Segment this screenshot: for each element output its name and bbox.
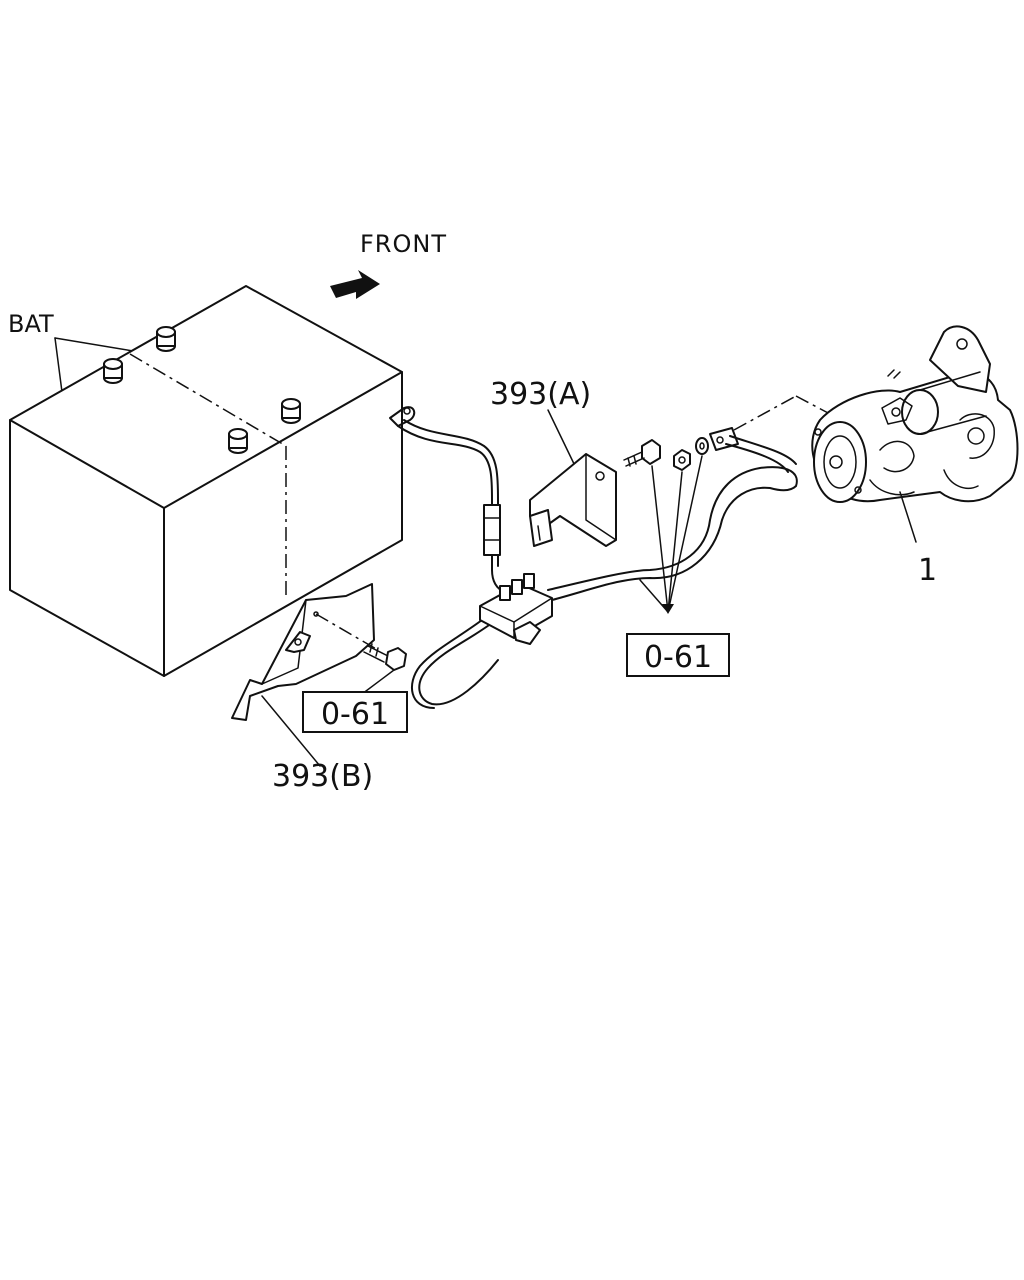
starter-axis-line bbox=[795, 395, 831, 415]
front-arrow-icon bbox=[330, 270, 380, 299]
nut-upper bbox=[673, 449, 691, 471]
starter-label: 1 bbox=[918, 553, 937, 588]
battery-terminal bbox=[156, 326, 176, 352]
ref-upper-arrowhead bbox=[662, 604, 674, 614]
starter-leader bbox=[899, 491, 917, 543]
ref-upper-leaders bbox=[651, 455, 703, 613]
ref-lower-leader bbox=[361, 669, 395, 695]
bracket-a bbox=[529, 453, 617, 547]
battery bbox=[9, 285, 403, 677]
cable-leader bbox=[639, 579, 669, 613]
starter-axis-line bbox=[733, 395, 797, 431]
ref-box-lower: 0-61 bbox=[302, 691, 408, 733]
battery-terminal bbox=[281, 398, 301, 424]
battery-leader-lines bbox=[54, 337, 134, 393]
battery-cable bbox=[389, 406, 798, 709]
washer-upper bbox=[695, 437, 709, 455]
battery-label: BAT bbox=[8, 310, 54, 338]
bolt-upper bbox=[623, 439, 661, 467]
bracket-a-label: 393(A) bbox=[490, 377, 591, 412]
cable-junction-block bbox=[479, 573, 553, 645]
bolt-lower bbox=[363, 643, 407, 671]
front-label: FRONT bbox=[360, 230, 447, 258]
svg-text:0-61: 0-61 bbox=[644, 640, 712, 675]
battery-terminal bbox=[103, 358, 123, 384]
battery-terminal bbox=[228, 428, 248, 454]
svg-text:0-61: 0-61 bbox=[321, 697, 389, 732]
bolt-lower-axis bbox=[315, 613, 379, 651]
bracket-b bbox=[231, 583, 375, 721]
bracket-a-leader bbox=[547, 409, 577, 469]
ref-box-upper: 0-61 bbox=[626, 633, 730, 677]
bracket-b-label: 393(B) bbox=[272, 759, 373, 794]
bracket-b-leader bbox=[261, 695, 321, 767]
starter-motor bbox=[811, 325, 1019, 503]
